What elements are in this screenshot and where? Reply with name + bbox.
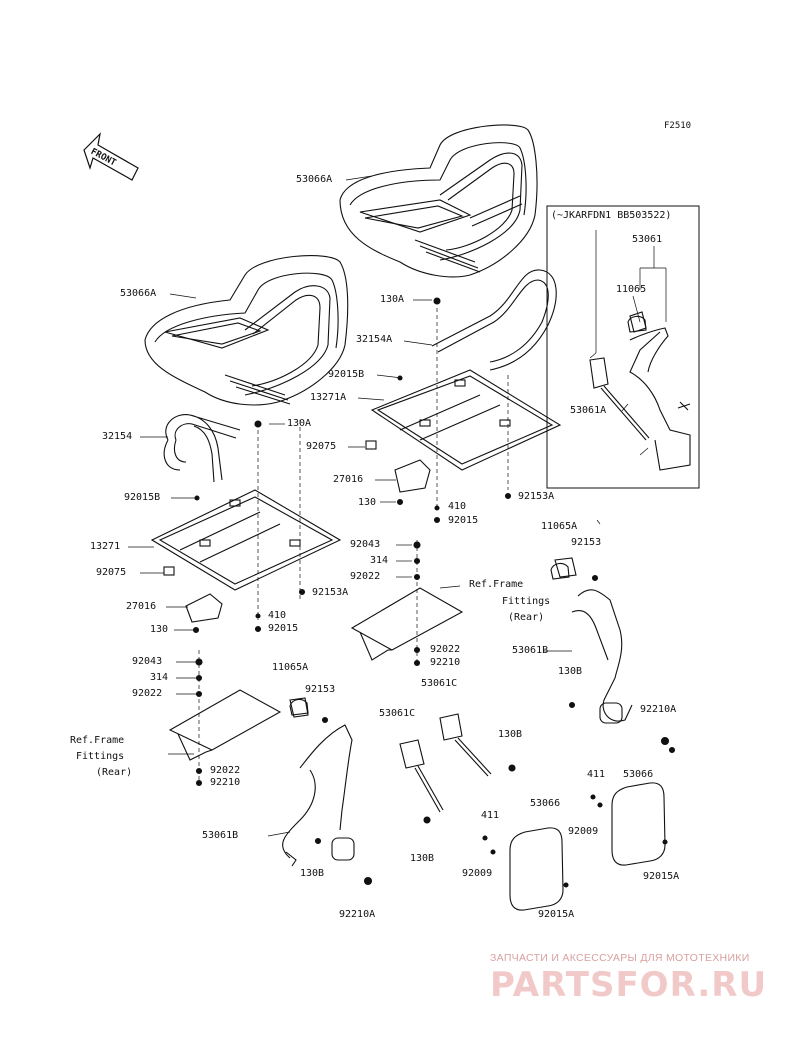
front-arrow-icon [83, 132, 139, 181]
seat-frame-lower-drawing [150, 489, 342, 591]
grab-bar-lower-drawing [163, 414, 241, 483]
callout-92015B-a: 92015B [328, 369, 365, 380]
seatbelt-drawing [282, 311, 691, 867]
grab-bar-upper-drawing [431, 269, 557, 371]
callout-92022-a: 92022 [350, 571, 381, 582]
callout-130B-a: 130B [558, 666, 583, 677]
callout-92022-d: 92022 [210, 765, 241, 776]
callout-32154: 32154 [102, 431, 133, 442]
callout-92210A-a: 92210A [640, 704, 677, 715]
callout-92210-a: 92210 [430, 657, 461, 668]
ref-frame-label-right-1: Ref.Frame [469, 579, 524, 590]
callout-314-b: 314 [150, 672, 169, 683]
callout-92210A-b: 92210A [339, 909, 376, 920]
bracket-drawing [163, 440, 431, 623]
callout-11065: 11065 [616, 284, 647, 295]
callout-13271: 13271 [90, 541, 121, 552]
ref-frame-label-left-2: Fittings [76, 751, 125, 762]
callout-53061B-b: 53061B [202, 830, 239, 841]
callout-92015-a: 92015 [448, 515, 479, 526]
callout-92043-b: 92043 [132, 656, 163, 667]
callout-11065A-a: 11065A [541, 521, 578, 532]
leader-lines [128, 175, 667, 837]
callout-27016-b: 27016 [126, 601, 157, 612]
fasteners-drawing [192, 297, 676, 888]
watermark-caption: ЗАПЧАСТИ И АКСЕССУАРЫ ДЛЯ МОТОТЕХНИКИ [490, 952, 750, 964]
callout-13271A: 13271A [310, 392, 347, 403]
seat-frame-upper-drawing [370, 369, 562, 471]
callout-92043-a: 92043 [350, 539, 381, 550]
callout-53066-a: 53066 [530, 798, 561, 809]
callout-53061B-a: 53061B [512, 645, 549, 656]
callout-53061A: 53061A [570, 405, 607, 416]
ref-frame-label-left-3: (Rear) [96, 767, 133, 778]
callout-92009-b: 92009 [568, 826, 599, 837]
callout-92015-b: 92015 [268, 623, 299, 634]
callout-92153-b: 92153 [305, 684, 336, 695]
callout-92015B-b: 92015B [124, 492, 161, 503]
callout-11065A-b: 11065A [272, 662, 309, 673]
callout-27016-a: 27016 [333, 474, 364, 485]
callout-53066A-left: 53066A [120, 288, 157, 299]
seat-upper-drawing [339, 124, 538, 278]
ref-frame-label-left-1: Ref.Frame [70, 735, 125, 746]
callout-410-a: 410 [448, 501, 467, 512]
callout-92153A-b: 92153A [312, 587, 349, 598]
frame-fitting-plate-drawing [168, 587, 464, 761]
callout-92153A-a: 92153A [518, 491, 555, 502]
callout-53061C-a: 53061C [421, 678, 458, 689]
watermark-logo: PARTSFOR.RU [490, 965, 768, 1005]
callout-411-b: 411 [587, 769, 606, 780]
ref-frame-label-right-2: Fittings [502, 596, 551, 607]
callout-130A-a: 130A [380, 294, 405, 305]
callout-32154A: 32154A [356, 334, 393, 345]
callout-410-b: 410 [268, 610, 287, 621]
callout-53061C-b: 53061C [379, 708, 416, 719]
callout-92015A-b: 92015A [643, 871, 680, 882]
callout-92075-b: 92075 [96, 567, 127, 578]
callout-53066-b: 53066 [623, 769, 654, 780]
callout-411-a: 411 [481, 810, 500, 821]
callout-314-a: 314 [370, 555, 389, 566]
variant-box [546, 205, 700, 489]
ref-frame-label-right-3: (Rear) [508, 612, 545, 623]
callout-92210-b: 92210 [210, 777, 241, 788]
callout-130B-c: 130B [410, 853, 435, 864]
callout-92022-c: 92022 [132, 688, 163, 699]
callout-130B-b: 130B [498, 729, 523, 740]
seat-lower-drawing [144, 255, 349, 406]
callout-92022-b: 92022 [430, 644, 461, 655]
callout-92015A-a: 92015A [538, 909, 575, 920]
callout-53061: 53061 [632, 234, 663, 245]
back-pad-drawing [509, 782, 666, 911]
callout-92009-a: 92009 [462, 868, 493, 879]
callout-130B-d: 130B [300, 868, 325, 879]
figure-code: F2510 [664, 121, 692, 131]
serial-note: (~JKARFDN1 BB503522) [551, 210, 672, 221]
callout-53066A-top: 53066A [296, 174, 333, 185]
callout-130-b: 130 [150, 624, 169, 635]
callout-92153-a: 92153 [571, 537, 602, 548]
callout-130A-b: 130A [287, 418, 312, 429]
callout-92075-a: 92075 [306, 441, 337, 452]
callout-130-a: 130 [358, 497, 377, 508]
